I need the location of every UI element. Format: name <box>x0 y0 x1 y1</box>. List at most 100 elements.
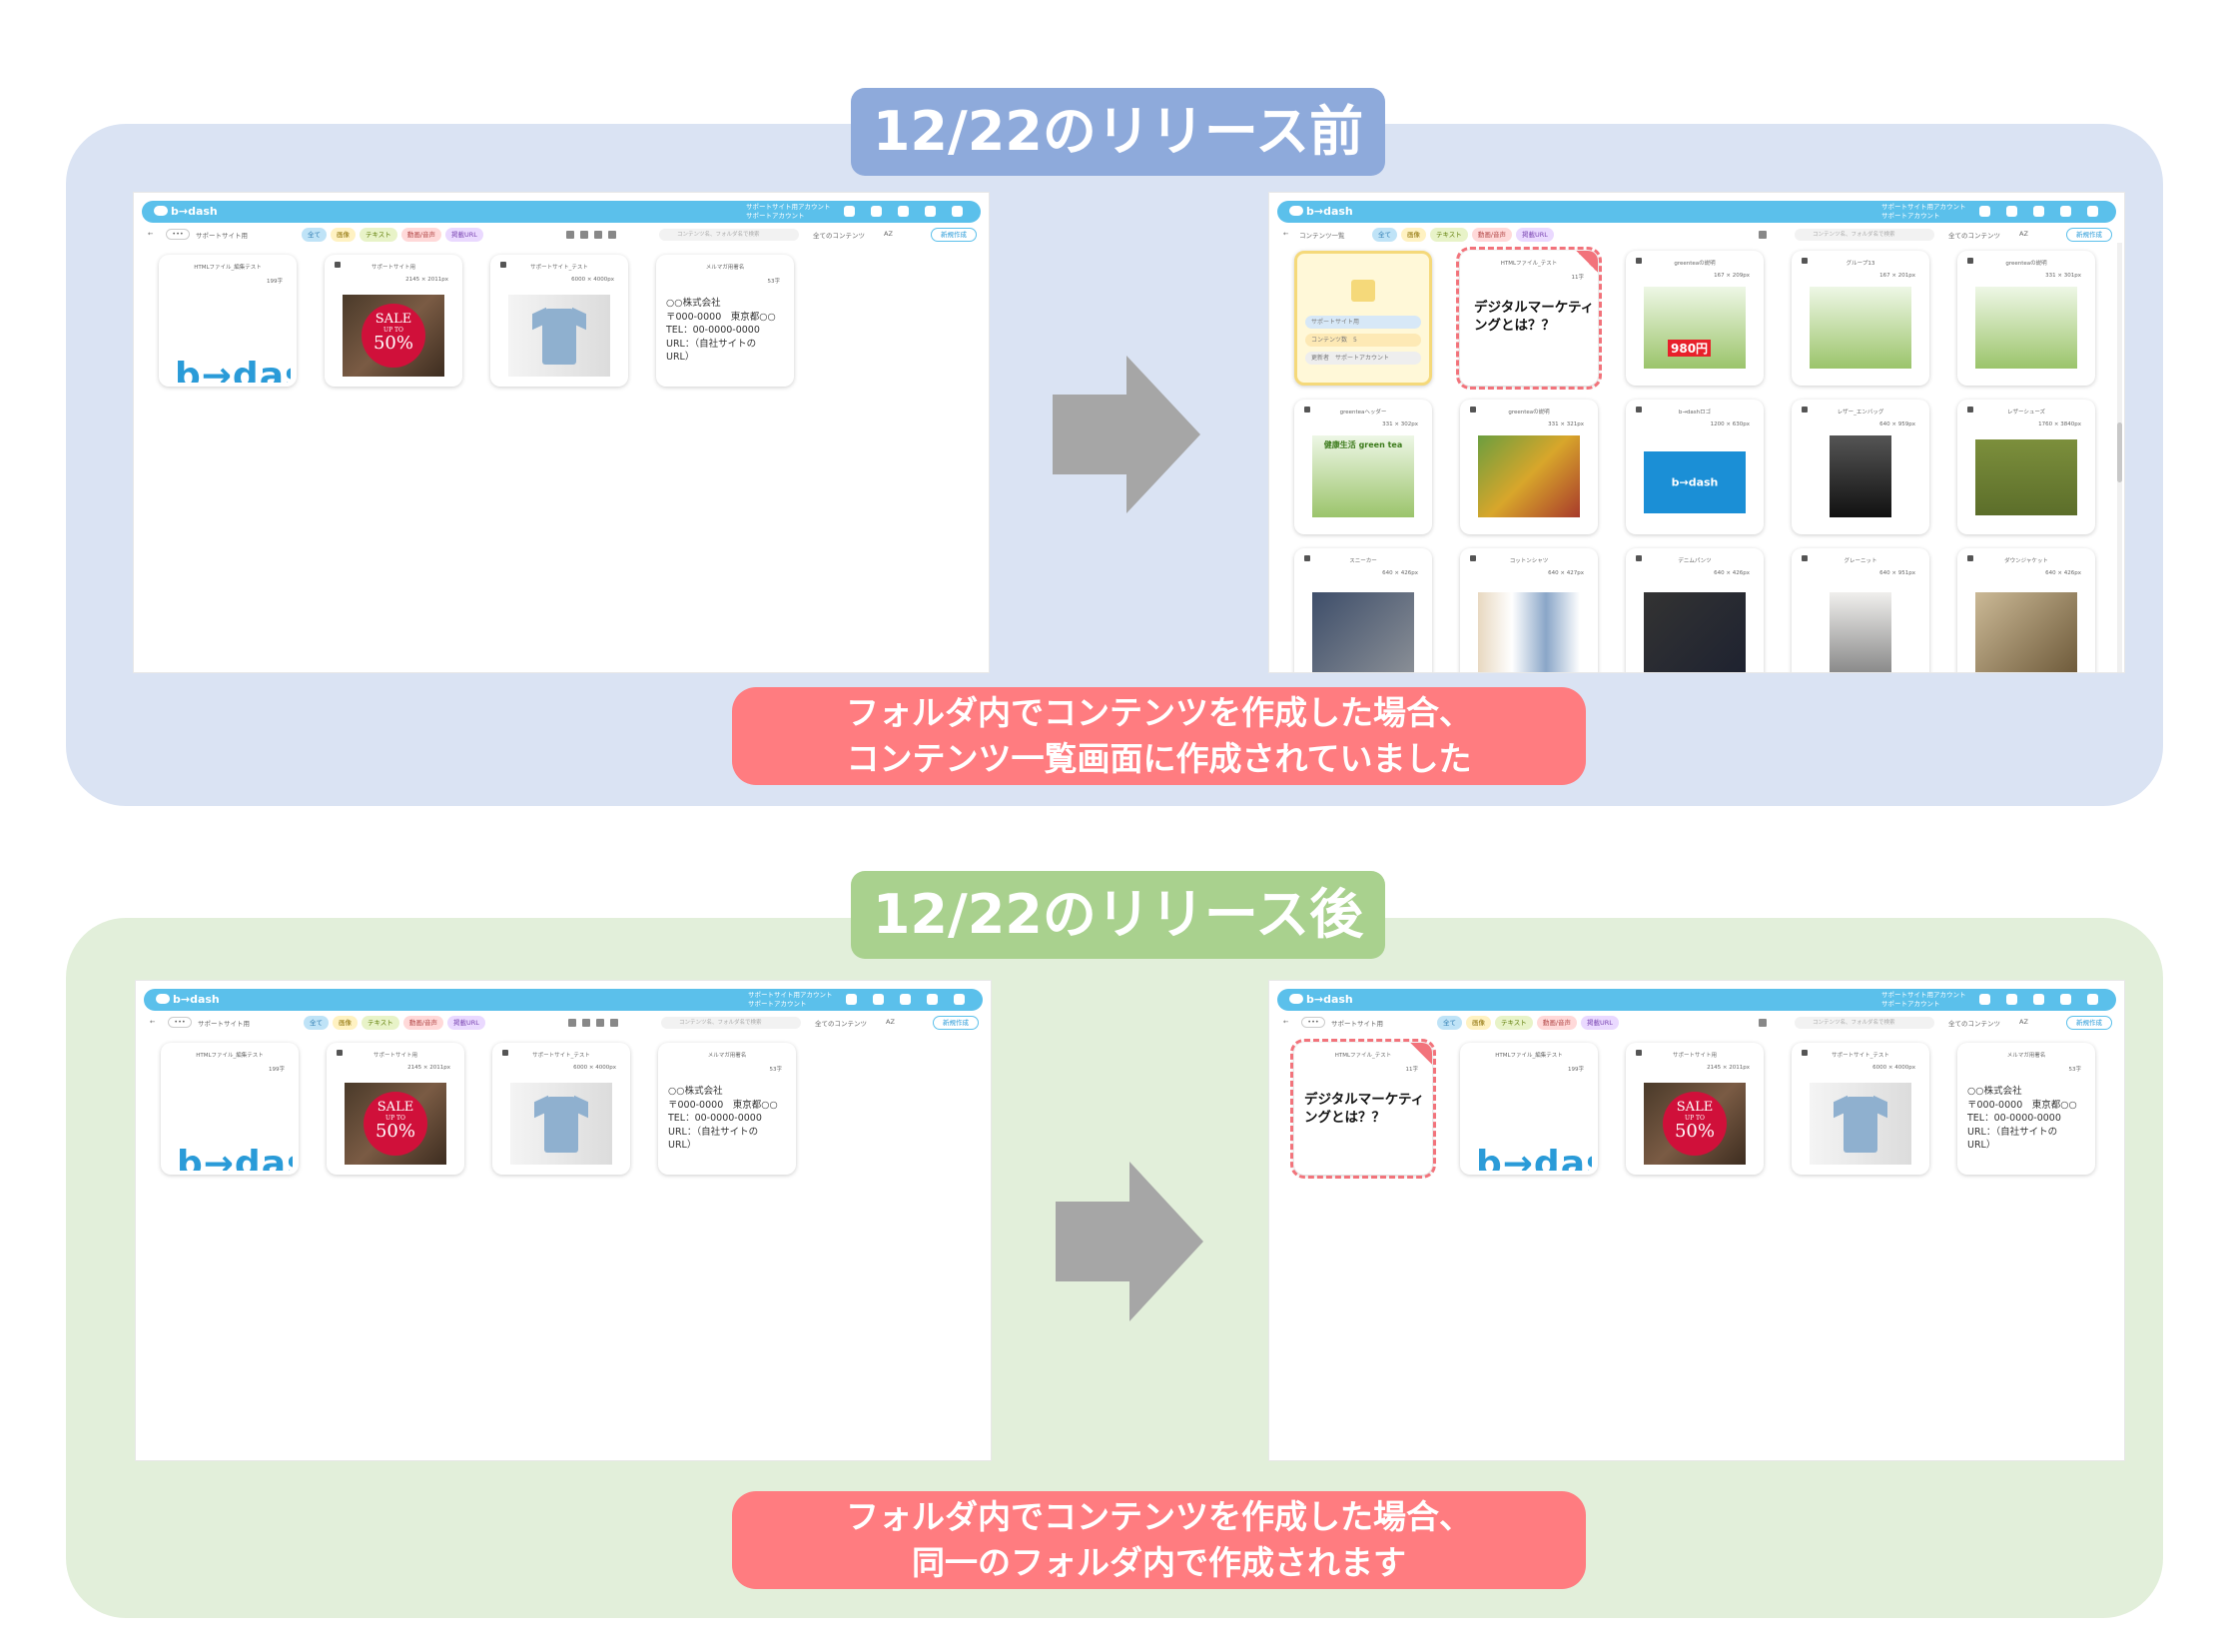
content-card-mail-signature[interactable]: メルマガ用署名 53字 ○○株式会社 〒000-0000 東京都○○ TEL：0… <box>656 255 794 387</box>
back-arrow-icon[interactable]: ← <box>148 230 154 238</box>
folder-icon[interactable] <box>568 1019 576 1027</box>
content-card-digital-marketing[interactable]: HTMLファイル_テスト 11字 デジタルマーケティングとは？？ <box>1290 1039 1436 1179</box>
search-input[interactable]: コンテンツ名、フォルダ名で検索 <box>1795 229 1934 241</box>
scrollbar[interactable] <box>2117 243 2122 672</box>
bell-icon[interactable] <box>846 994 857 1005</box>
filter-tab-text[interactable]: テキスト <box>360 228 397 242</box>
sort-button[interactable]: AZ <box>2019 230 2028 238</box>
search-input[interactable]: コンテンツ名、フォルダ名で検索 <box>1795 1017 1934 1029</box>
more-button[interactable]: ••• <box>166 229 190 240</box>
more-button[interactable]: ••• <box>168 1017 192 1028</box>
megaphone-icon[interactable] <box>927 994 938 1005</box>
bell-icon[interactable] <box>844 206 855 217</box>
sort-button[interactable]: AZ <box>884 230 893 238</box>
grid-icon[interactable] <box>2033 994 2044 1005</box>
back-arrow-icon[interactable]: ← <box>1283 230 1289 238</box>
content-filter-select[interactable]: 全てのコンテンツ <box>1948 232 2000 240</box>
trash-icon[interactable] <box>608 231 616 239</box>
filter-tab-video[interactable]: 動画/音声 <box>1536 1016 1578 1030</box>
content-card-html[interactable]: HTMLファイル_編集テスト 199字 b→dash <box>159 255 297 387</box>
logout-icon[interactable] <box>954 994 965 1005</box>
wrench-icon[interactable] <box>2006 994 2017 1005</box>
content-card-digital-marketing[interactable]: HTMLファイル_テスト 11字 デジタルマーケティングとは？？ <box>1456 247 1602 390</box>
filter-tab-text[interactable]: テキスト <box>1495 1016 1533 1030</box>
filter-tab-all[interactable]: 全て <box>1372 228 1397 242</box>
breadcrumb-folder[interactable]: サポートサイト用 <box>1331 1020 1383 1028</box>
back-arrow-icon[interactable]: ← <box>1283 1018 1289 1026</box>
breadcrumb-folder[interactable]: サポートサイト用 <box>196 232 248 240</box>
filter-tab-all[interactable]: 全て <box>302 228 327 242</box>
new-content-button[interactable]: 新規作成 <box>931 228 977 242</box>
content-card-shirt-image[interactable]: サポートサイト_テスト 6000 × 4000px <box>492 1043 630 1175</box>
copy-icon[interactable] <box>596 1019 604 1027</box>
trash-icon[interactable] <box>610 1019 618 1027</box>
content-card-shirt-image[interactable]: サポートサイト_テスト 6000 × 4000px <box>490 255 628 387</box>
bell-icon[interactable] <box>1979 994 1990 1005</box>
wrench-icon[interactable] <box>873 994 884 1005</box>
bell-icon[interactable] <box>1979 206 1990 217</box>
folder-icon[interactable] <box>1759 231 1767 239</box>
filter-tab-image[interactable]: 画像 <box>1401 228 1426 242</box>
logout-icon[interactable] <box>2087 206 2098 217</box>
grid-icon[interactable] <box>898 206 909 217</box>
copy-icon[interactable] <box>594 231 602 239</box>
more-button[interactable]: ••• <box>1301 1017 1325 1028</box>
filter-tab-url[interactable]: 掲載URL <box>447 1016 485 1030</box>
search-input[interactable]: コンテンツ名、フォルダ名で検索 <box>661 1017 801 1029</box>
filter-tab-image[interactable]: 画像 <box>333 1016 358 1030</box>
sort-button[interactable]: AZ <box>2019 1018 2028 1026</box>
logout-icon[interactable] <box>2087 994 2098 1005</box>
breadcrumb-folder[interactable]: サポートサイト用 <box>198 1020 250 1028</box>
link-icon[interactable] <box>580 231 588 239</box>
megaphone-icon[interactable] <box>2060 206 2071 217</box>
search-input[interactable]: コンテンツ名、フォルダ名で検索 <box>659 229 799 241</box>
filter-tab-video[interactable]: 動画/音声 <box>400 228 442 242</box>
filter-tab-url[interactable]: 掲載URL <box>445 228 483 242</box>
content-card-mail-signature[interactable]: メルマガ用署名 53字 ○○株式会社 〒000-0000 東京都○○ TEL：0… <box>1957 1043 2095 1175</box>
content-card-mail-signature[interactable]: メルマガ用署名 53字 ○○株式会社 〒000-0000 東京都○○ TEL：0… <box>658 1043 796 1175</box>
filter-tab-url[interactable]: 掲載URL <box>1581 1016 1619 1030</box>
content-filter-select[interactable]: 全てのコンテンツ <box>1948 1020 2000 1028</box>
folder-icon[interactable] <box>566 231 574 239</box>
wrench-icon[interactable] <box>2006 206 2017 217</box>
grid-icon[interactable] <box>900 994 911 1005</box>
content-filter-select[interactable]: 全てのコンテンツ <box>813 232 865 240</box>
megaphone-icon[interactable] <box>925 206 936 217</box>
filter-tab-image[interactable]: 画像 <box>1466 1016 1491 1030</box>
content-card-shirt-image[interactable]: サポートサイト_テスト 6000 × 4000px <box>1792 1043 1929 1175</box>
content-filter-select[interactable]: 全てのコンテンツ <box>815 1020 867 1028</box>
breadcrumb-content-list[interactable]: コンテンツ一覧 <box>1299 232 1345 240</box>
new-content-button[interactable]: 新規作成 <box>2066 1016 2112 1030</box>
filter-tab-video[interactable]: 動画/音声 <box>402 1016 444 1030</box>
logout-icon[interactable] <box>952 206 963 217</box>
new-content-button[interactable]: 新規作成 <box>2066 228 2112 242</box>
back-arrow-icon[interactable]: ← <box>150 1018 156 1026</box>
megaphone-icon[interactable] <box>2060 994 2071 1005</box>
wrench-icon[interactable] <box>871 206 882 217</box>
filter-tab-all[interactable]: 全て <box>304 1016 329 1030</box>
filter-tab-text[interactable]: テキスト <box>362 1016 399 1030</box>
new-content-button[interactable]: 新規作成 <box>933 1016 979 1030</box>
filter-tab-url[interactable]: 掲載URL <box>1516 228 1554 242</box>
content-card-html[interactable]: HTMLファイル_編集テスト 199字 b→dash <box>1460 1043 1598 1175</box>
filter-tab-all[interactable]: 全て <box>1437 1016 1462 1030</box>
filter-tab-image[interactable]: 画像 <box>331 228 356 242</box>
grid-icon[interactable] <box>2033 206 2044 217</box>
content-card-html[interactable]: HTMLファイル_編集テスト 199字 b→dash <box>161 1043 299 1175</box>
